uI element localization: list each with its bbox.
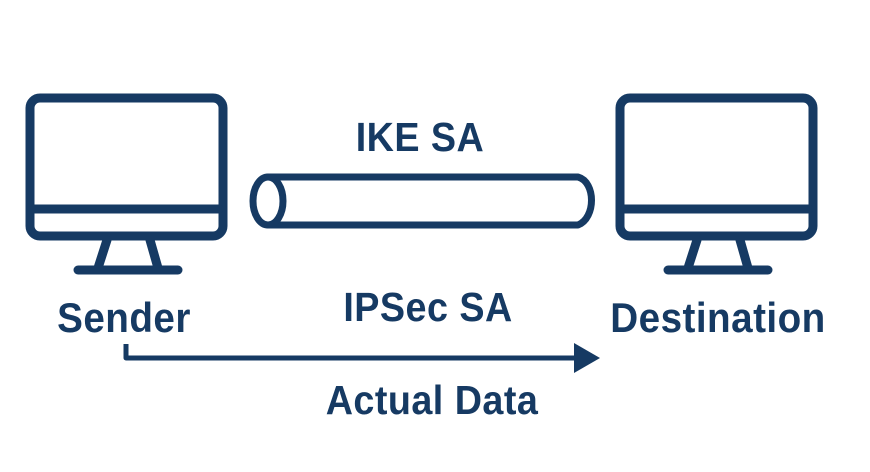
sender-computer-icon [25,93,228,275]
sender-label: Sender [57,294,191,341]
tunnel-pipe-icon [249,173,595,229]
arrow-right-icon [123,343,600,373]
actual-data-label: Actual Data [325,377,539,423]
ipsec-sa-label: IPSec SA [343,284,513,330]
destination-label: Destination [610,294,826,341]
destination-computer-icon [615,93,818,275]
ike-sa-label: IKE SA [355,114,485,160]
